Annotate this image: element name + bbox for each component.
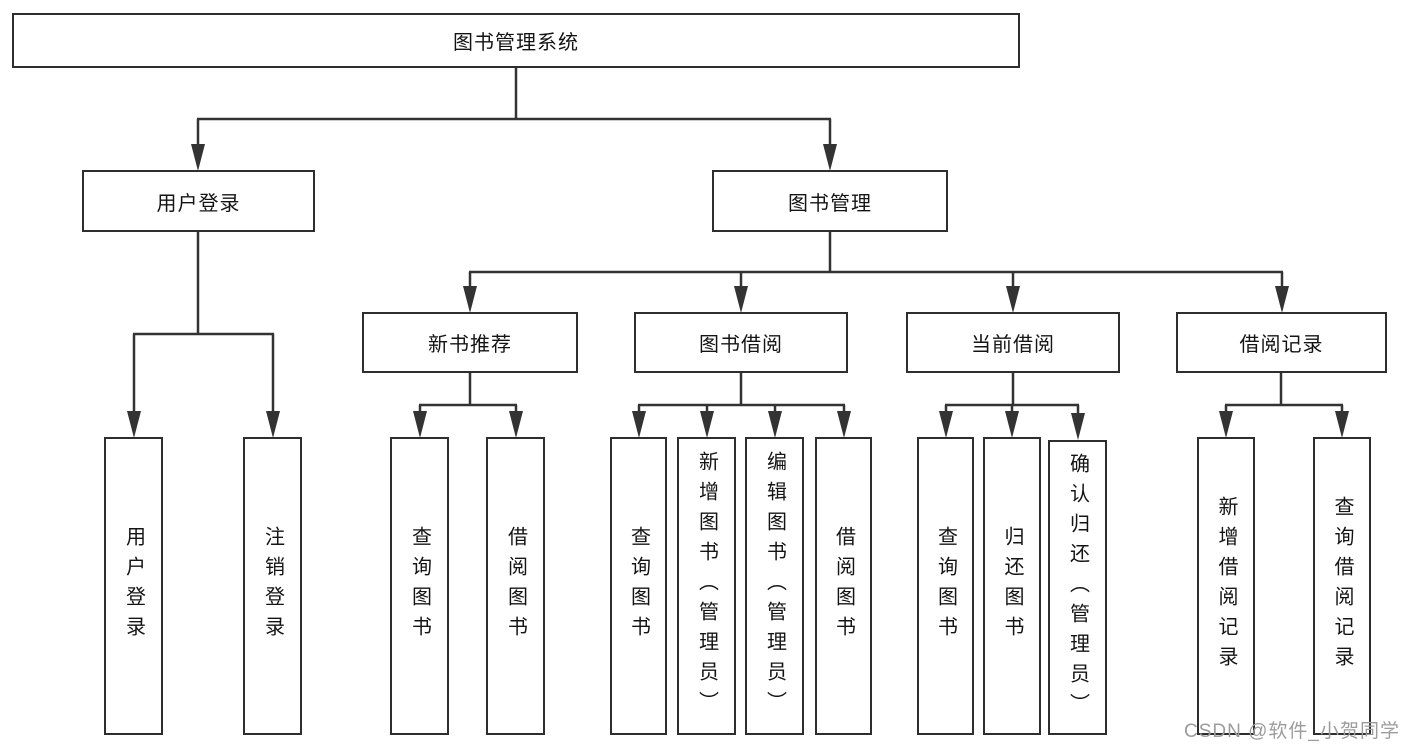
leaf-add-record-label: 新增借阅记录 (1215, 496, 1237, 676)
node-user-login-label: 用户登录 (156, 192, 241, 215)
connector-userlogin-to-leaves (127, 232, 280, 438)
node-borrow-records-label: 借阅记录 (1239, 334, 1324, 356)
node-borrow-records: 借阅记录 (1176, 312, 1387, 373)
leaf-query-book-3-label: 查询图书 (934, 526, 957, 646)
node-book-borrow-label: 图书借阅 (699, 334, 783, 356)
leaf-add-book: 新增图书（管理员） (677, 437, 736, 735)
node-root: 图书管理系统 (12, 13, 1020, 68)
leaf-query-book-1-label: 查询图书 (408, 526, 431, 646)
leaf-query-record-label: 查询借阅记录 (1331, 496, 1353, 676)
node-new-book-rec-label: 新书推荐 (428, 334, 512, 356)
leaf-confirm-return-label: 确认归还（管理员） (1066, 452, 1089, 723)
csdn-watermark: CSDN @软件_小贺同学 (1184, 721, 1400, 742)
connector-bookborrow-to-leaves (632, 373, 851, 438)
leaf-add-record: 新增借阅记录 (1197, 437, 1255, 735)
leaf-borrow-book-2-label: 借阅图书 (832, 526, 855, 646)
node-book-mgmt: 图书管理 (712, 170, 948, 232)
connector-borrowrecords-to-leaves (1219, 373, 1349, 438)
node-root-label: 图书管理系统 (453, 32, 579, 54)
leaf-add-book-label: 新增图书（管理员） (695, 451, 718, 721)
leaf-return-book: 归还图书 (983, 437, 1041, 735)
leaf-query-book-2-label: 查询图书 (627, 526, 650, 646)
node-new-book-rec: 新书推荐 (362, 312, 578, 373)
leaf-user-login-label: 用户登录 (122, 526, 145, 646)
leaf-query-book-2: 查询图书 (610, 437, 667, 735)
leaf-query-record: 查询借阅记录 (1313, 437, 1371, 735)
node-current-borrow-label: 当前借阅 (971, 334, 1055, 356)
leaf-query-book-1: 查询图书 (390, 437, 449, 735)
connector-newbookrec-to-leaves (413, 373, 523, 438)
connector-currentborrow-to-leaves (939, 373, 1085, 440)
leaf-query-book-3: 查询图书 (917, 437, 974, 735)
connector-bookmgmt-to-level3 (463, 232, 1289, 313)
leaf-user-login: 用户登录 (104, 437, 163, 735)
leaf-logout: 注销登录 (243, 437, 302, 735)
node-user-login: 用户登录 (82, 170, 315, 232)
leaf-borrow-book-1-label: 借阅图书 (504, 526, 527, 646)
node-current-borrow: 当前借阅 (906, 312, 1120, 373)
leaf-borrow-book-1: 借阅图书 (486, 437, 545, 735)
leaf-logout-label: 注销登录 (261, 526, 284, 646)
connector-root-to-level2 (191, 68, 837, 171)
node-book-borrow: 图书借阅 (634, 312, 848, 373)
leaf-borrow-book-2: 借阅图书 (815, 437, 872, 735)
leaf-return-book-label: 归还图书 (1001, 526, 1023, 646)
leaf-confirm-return: 确认归还（管理员） (1048, 440, 1107, 735)
node-book-mgmt-label: 图书管理 (788, 192, 872, 215)
leaf-edit-book: 编辑图书（管理员） (745, 437, 804, 735)
leaf-edit-book-label: 编辑图书（管理员） (763, 451, 786, 721)
